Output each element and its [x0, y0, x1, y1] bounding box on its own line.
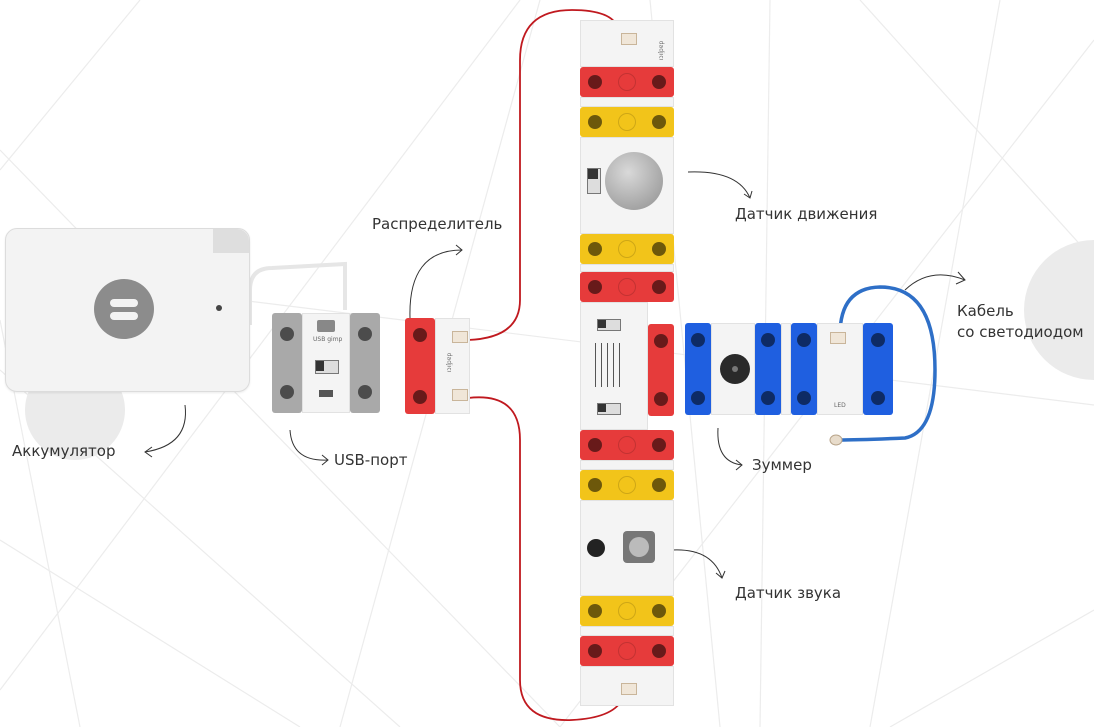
usb-board-text: USB gimp: [313, 336, 342, 343]
bottom-connector-board: [580, 666, 674, 706]
usb-board: USB gimp: [302, 313, 350, 413]
column-red-brick-4: [580, 636, 674, 666]
usb-small-chip: [319, 390, 333, 397]
led-connector[interactable]: [830, 332, 846, 344]
equals-logo-icon: [94, 279, 154, 339]
motion-switch[interactable]: [587, 168, 601, 194]
column-gap-4: [580, 626, 674, 636]
top-brand: dadjıcı: [657, 41, 664, 61]
usb-gray-brick-left: [272, 313, 302, 413]
microphone-icon: [587, 539, 605, 557]
column-gap-1: [580, 97, 674, 107]
row-blue-brick-1: [685, 323, 711, 415]
splitter-brand: dadjıcı: [445, 353, 452, 373]
sound-potentiometer[interactable]: [623, 531, 655, 563]
buzzer-disc-icon: [720, 354, 750, 384]
column-yellow-brick-3: [580, 470, 674, 500]
splitter-red-brick: [405, 318, 435, 414]
battery-corner-tab: [213, 229, 249, 253]
logic-traces: [595, 343, 625, 387]
column-red-brick-1: [580, 67, 674, 97]
buzzer-board: [711, 323, 755, 415]
led-board-text: LED: [834, 402, 846, 409]
buzzer-label: Зуммер: [752, 456, 812, 474]
sound-sensor-board: [580, 500, 674, 596]
motion-sensor-label: Датчик движения: [735, 205, 877, 223]
row-blue-brick-4: [863, 323, 893, 415]
usb-gray-brick-right: [350, 313, 380, 413]
usb-port-module: USB gimp: [272, 313, 380, 413]
center-red-brick: [648, 324, 674, 416]
vertical-column: dadjıcı: [580, 20, 674, 706]
bottom-connector[interactable]: [621, 683, 637, 695]
row-blue-brick-2: [755, 323, 781, 415]
usb-port-label: USB-порт: [334, 451, 407, 469]
splitter-label: Распределитель: [372, 215, 502, 233]
led-cable-label-2: со светодиодом: [957, 323, 1084, 341]
column-yellow-brick-4: [580, 596, 674, 626]
pir-dome-icon: [605, 152, 663, 210]
splitter-connector-top[interactable]: [452, 331, 468, 343]
splitter-module: dadjıcı: [405, 318, 470, 414]
usb-socket: [317, 320, 335, 332]
column-yellow-brick-1: [580, 107, 674, 137]
battery-label: Аккумулятор: [12, 442, 116, 460]
splitter-board: dadjıcı: [435, 318, 470, 414]
sound-sensor-label: Датчик звука: [735, 584, 841, 602]
column-red-brick-2: [580, 272, 674, 302]
column-yellow-brick-2: [580, 234, 674, 264]
column-gap-3: [580, 460, 674, 470]
usb-switch[interactable]: [315, 360, 339, 374]
horizontal-row: LED: [685, 323, 893, 415]
logic-switch-bottom[interactable]: [597, 403, 621, 415]
column-gap-2: [580, 264, 674, 272]
row-gap: [781, 323, 791, 415]
led-board: LED: [817, 323, 863, 415]
column-red-brick-3: [580, 430, 674, 460]
central-logic-board: [580, 302, 648, 430]
logic-switch-top[interactable]: [597, 319, 621, 331]
led-cable-label-1: Кабель: [957, 302, 1014, 320]
battery-led-dot: [216, 305, 222, 311]
splitter-connector-bottom[interactable]: [452, 389, 468, 401]
top-connector[interactable]: [621, 33, 637, 45]
row-blue-brick-3: [791, 323, 817, 415]
top-connector-board: dadjıcı: [580, 20, 674, 67]
motion-sensor-board: [580, 137, 674, 234]
battery: [5, 228, 250, 392]
